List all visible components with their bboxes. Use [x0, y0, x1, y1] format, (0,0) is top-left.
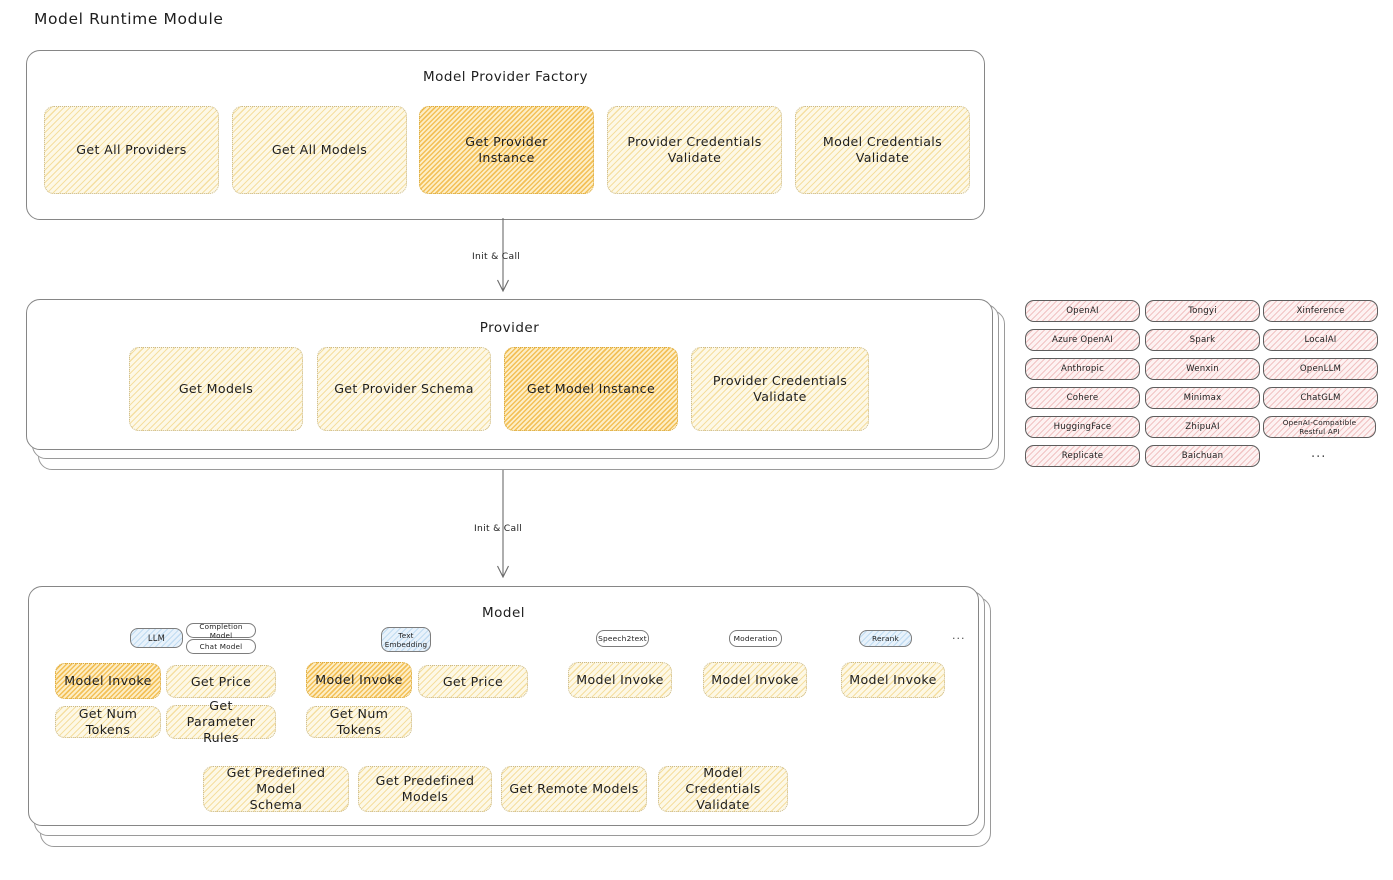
provider-chip-0-0[interactable]: OpenAI — [1025, 300, 1140, 322]
factory-box-2[interactable]: Get Provider Instance — [419, 106, 594, 194]
model-provider-factory-title: Model Provider Factory — [422, 69, 588, 85]
provider-title: Provider — [479, 320, 540, 336]
provider-chip-0-5[interactable]: Replicate — [1025, 445, 1140, 467]
page-title: Model Runtime Module — [34, 10, 224, 28]
model-llm-box-1[interactable]: Get Price — [166, 665, 276, 698]
provider-list-more-ellipsis: ... — [1311, 446, 1327, 461]
provider-chip-2-0[interactable]: Xinference — [1263, 300, 1378, 322]
provider-box-1[interactable]: Get Provider Schema — [317, 347, 491, 431]
provider-box-2[interactable]: Get Model Instance — [504, 347, 678, 431]
model-llm-box-2[interactable]: Get Num Tokens — [55, 706, 161, 738]
arrow-factory-to-provider — [497, 218, 509, 293]
model-bottom-box-2[interactable]: Get Remote Models — [501, 766, 647, 812]
model-speech2text-box-0[interactable]: Model Invoke — [568, 662, 672, 698]
model-tag-text-embedding[interactable]: Text Embedding — [381, 627, 431, 652]
provider-chip-2-4[interactable]: OpenAI-Compatible Restful API — [1263, 416, 1376, 438]
factory-box-3[interactable]: Provider Credentials Validate — [607, 106, 782, 194]
model-tag-llm[interactable]: LLM — [130, 628, 183, 648]
model-llm-box-0[interactable]: Model Invoke — [55, 663, 161, 699]
arrow-label-init-call-2: Init & Call — [474, 523, 523, 534]
model-moderation-box-0[interactable]: Model Invoke — [703, 662, 807, 698]
factory-box-1[interactable]: Get All Models — [232, 106, 407, 194]
provider-chip-1-3[interactable]: Minimax — [1145, 387, 1260, 409]
model-embedding-box-2[interactable]: Get Num Tokens — [306, 706, 412, 738]
arrow-provider-to-model — [497, 470, 509, 579]
model-subtag-completion-model[interactable]: Completion Model — [186, 622, 256, 640]
provider-chip-2-1[interactable]: LocalAI — [1263, 329, 1378, 351]
model-rerank-box-0[interactable]: Model Invoke — [841, 662, 945, 698]
provider-chip-0-2[interactable]: Anthropic — [1025, 358, 1140, 380]
factory-box-4[interactable]: Model Credentials Validate — [795, 106, 970, 194]
provider-chip-2-3[interactable]: ChatGLM — [1263, 387, 1378, 409]
provider-chip-0-3[interactable]: Cohere — [1025, 387, 1140, 409]
provider-chip-1-2[interactable]: Wenxin — [1145, 358, 1260, 380]
model-tag-moderation[interactable]: Moderation — [729, 630, 782, 647]
model-bottom-box-0[interactable]: Get Predefined Model Schema — [203, 765, 349, 812]
model-embedding-box-0[interactable]: Model Invoke — [306, 662, 412, 698]
model-title: Model — [481, 605, 526, 621]
model-tag-rerank[interactable]: Rerank — [859, 630, 912, 647]
provider-chip-2-2[interactable]: OpenLLM — [1263, 358, 1378, 380]
model-llm-box-3[interactable]: Get Parameter Rules — [166, 698, 276, 745]
provider-chip-1-4[interactable]: ZhipuAI — [1145, 416, 1260, 438]
model-tag-speech2text[interactable]: Speech2text — [596, 630, 649, 647]
provider-box-3[interactable]: Provider Credentials Validate — [691, 347, 869, 431]
provider-chip-1-0[interactable]: Tongyi — [1145, 300, 1260, 322]
provider-chip-1-5[interactable]: Baichuan — [1145, 445, 1260, 467]
model-subtag-chat-model[interactable]: Chat Model — [186, 639, 256, 654]
model-groups-more-ellipsis: ... — [952, 629, 966, 642]
provider-box-0[interactable]: Get Models — [129, 347, 303, 431]
model-bottom-box-1[interactable]: Get Predefined Models — [358, 766, 492, 812]
model-bottom-box-3[interactable]: Model Credentials Validate — [658, 765, 788, 812]
provider-chip-0-1[interactable]: Azure OpenAI — [1025, 329, 1140, 351]
factory-box-0[interactable]: Get All Providers — [44, 106, 219, 194]
model-embedding-box-1[interactable]: Get Price — [418, 665, 528, 698]
arrow-label-init-call-1: Init & Call — [472, 251, 521, 262]
provider-chip-1-1[interactable]: Spark — [1145, 329, 1260, 351]
provider-chip-0-4[interactable]: HuggingFace — [1025, 416, 1140, 438]
